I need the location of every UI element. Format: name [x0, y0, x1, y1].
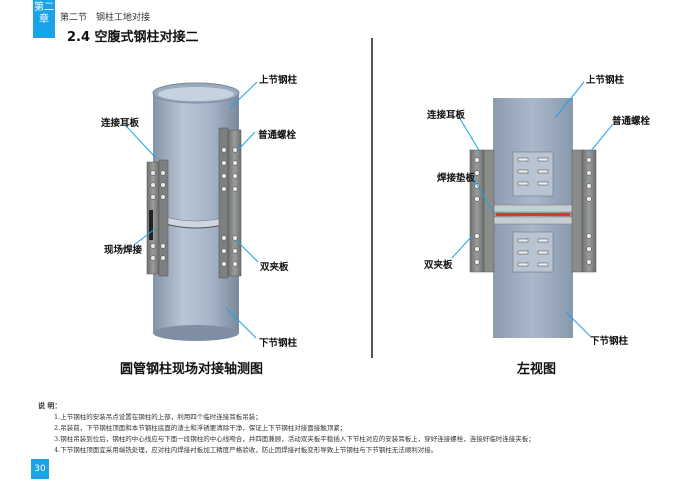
bolt-group-right: [221, 147, 238, 267]
notes-section: 说 明： 1.上节钢柱的安装吊点设置在钢柱的上部，利用四个临时连接耳板吊装； 2…: [38, 400, 535, 456]
label-ear-plate-side: 连接耳板: [427, 110, 466, 121]
label-upper-column-side: 上节钢柱: [586, 75, 625, 86]
side-ear-plate-right: [571, 149, 597, 273]
label-lower-column-side: 下节钢柱: [590, 336, 629, 347]
left-figure-caption: 圆管钢柱现场对接轴测图: [120, 362, 264, 377]
label-field-weld: 现场焊接: [104, 245, 143, 256]
label-clamp-plate-side: 双夹板: [424, 260, 453, 271]
side-view-column: [490, 98, 576, 338]
page-title: 2.4 空腹式钢柱对接二: [67, 30, 199, 45]
bolt-group-left: [150, 170, 166, 261]
label-clamp-plate: 双夹板: [260, 262, 289, 273]
notes-title: 说 明：: [38, 401, 62, 410]
label-bolt-side: 普通螺栓: [612, 116, 651, 127]
side-bolts: [474, 157, 592, 267]
ear-plate-right: [218, 127, 242, 279]
ear-plate-left: [146, 159, 169, 277]
label-bolt: 普通螺栓: [258, 130, 297, 141]
right-figure-caption: 左视图: [517, 362, 557, 377]
note-item: 4.下节钢柱顶面宜采用端铣处理，应对柱内焊接衬板加工精度严格验收，防止因焊接衬板…: [54, 446, 438, 454]
chapter-badge: 第二章: [33, 0, 55, 38]
label-lower-column: 下节钢柱: [259, 338, 298, 349]
leader-lines-left: [125, 81, 259, 339]
label-upper-column: 上节钢柱: [259, 75, 298, 86]
note-item: 1.上节钢柱的安装吊点设置在钢柱的上部，利用四个临时连接耳板吊装；: [54, 413, 262, 421]
note-item: 3.钢柱吊装到位后，钢柱的中心线应与下面一段钢柱的中心线吻合，并四面兼顾，活动双…: [54, 435, 535, 443]
leader-lines-right: [451, 81, 614, 337]
section-title: 第二节 钢柱工地对接: [60, 13, 151, 23]
note-item: 2.吊装前，下节钢柱顶面和本节钢柱底面的渣土和浮锈要清除干净，保证上下节钢柱对接…: [54, 424, 347, 432]
label-backing-plate: 焊接垫板: [437, 173, 476, 184]
side-ear-plate-left: [469, 149, 495, 273]
figure-divider: [371, 38, 373, 358]
label-ear-plate: 连接耳板: [101, 118, 140, 129]
page-number: 30: [31, 459, 49, 479]
